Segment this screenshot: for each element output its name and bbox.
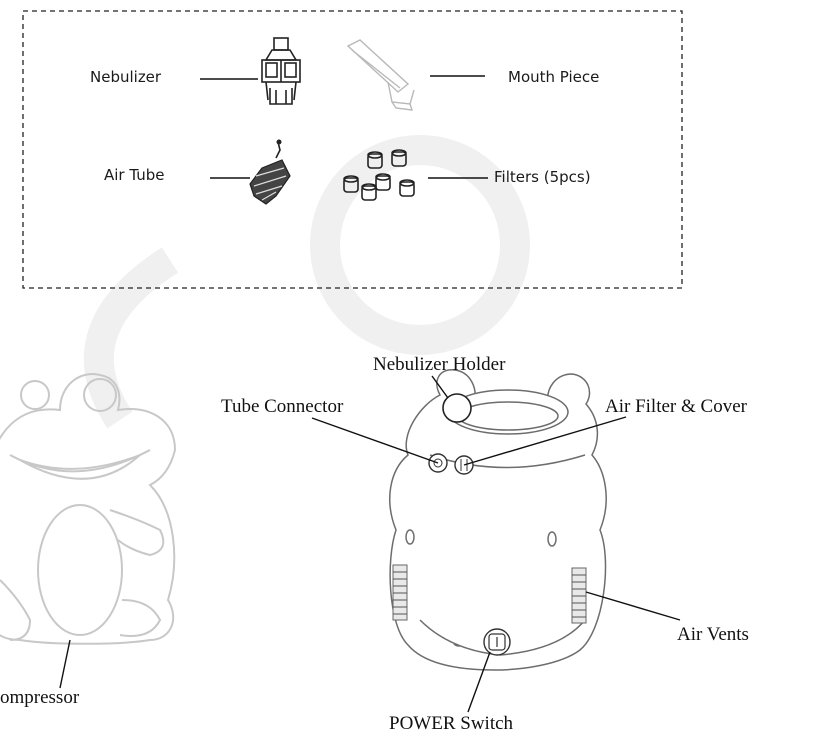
air-tube-label: Air Tube (104, 166, 165, 184)
air-filter-cover-leader (463, 416, 627, 466)
power-switch-leader (467, 651, 491, 713)
air-vents-right (571, 567, 587, 624)
nebulizer-holder-knob (442, 393, 472, 423)
air-vents-label: Air Vents (677, 624, 749, 645)
air-vents-leader (585, 591, 681, 621)
nebulizer-icon (261, 37, 301, 105)
frog-back-view (389, 369, 607, 671)
accessories-box (22, 10, 683, 289)
compressor-leader (59, 639, 71, 689)
air-tube-icon (249, 139, 291, 205)
filters-icon (343, 149, 415, 201)
nebulizer-label: Nebulizer (90, 68, 162, 86)
compressor-label: ompressor (0, 687, 80, 708)
air-filter-cover-label: Air Filter & Cover (605, 396, 748, 417)
power-switch (483, 628, 511, 656)
watermark (83, 135, 530, 429)
tube-connector-leader (311, 417, 439, 464)
mouth-piece-label: Mouth Piece (508, 68, 599, 86)
nebulizer-holder-label: Nebulizer Holder (373, 354, 506, 375)
filters-label: Filters (5pcs) (494, 168, 591, 186)
air-vents-left (392, 564, 408, 621)
tube-connector-label: Tube Connector (221, 396, 344, 417)
nebulizer-holder-leader (431, 375, 449, 399)
mouth-piece-icon (346, 39, 415, 111)
power-switch-label: POWER Switch (389, 713, 514, 734)
frog-front-view (0, 373, 177, 645)
